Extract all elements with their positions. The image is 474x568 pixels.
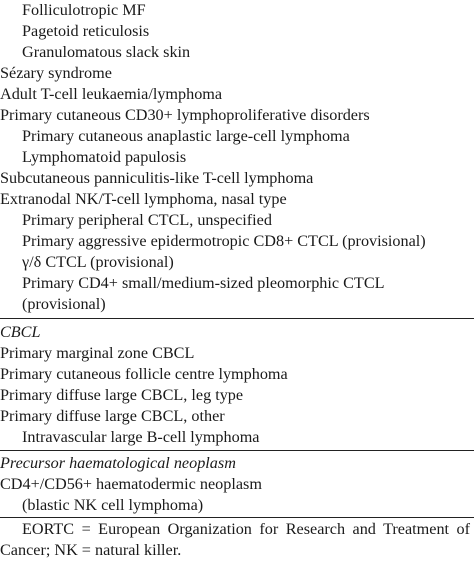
- table-row: Pagetoid reticulosis: [22, 22, 150, 40]
- section-heading: CBCL: [0, 323, 41, 341]
- table-row: Primary marginal zone CBCL: [0, 344, 195, 362]
- table-row: Subcutaneous panniculitis-like T-cell ly…: [0, 169, 314, 187]
- table-row: Adult T-cell leukaemia/lymphoma: [0, 85, 223, 103]
- table-row: Intravascular large B-cell lymphoma: [22, 428, 260, 446]
- table-bottom-rule: [0, 517, 474, 518]
- table-row: Primary diffuse large CBCL, leg type: [0, 386, 244, 404]
- table-row: Sézary syndrome: [0, 64, 112, 82]
- table-row: Lymphomatoid papulosis: [22, 148, 187, 166]
- table-row: Folliculotropic MF: [22, 1, 146, 19]
- table-row: Primary diffuse large CBCL, other: [0, 407, 225, 425]
- table-row: Primary aggressive epidermotropic CD8+ C…: [22, 232, 426, 250]
- table-row: (provisional): [22, 295, 106, 313]
- section-divider: [0, 318, 474, 319]
- table-row: Primary cutaneous anaplastic large-cell …: [22, 127, 350, 145]
- table-row: Primary cutaneous follicle centre lympho…: [0, 365, 288, 383]
- table-row: Primary CD4+ small/medium-sized pleomorp…: [22, 274, 385, 292]
- table-row: γ/δ CTCL (provisional): [22, 253, 174, 271]
- table-row: Granulomatous slack skin: [22, 43, 191, 61]
- table-footnote: EORTC = European Organization for Resear…: [0, 520, 470, 559]
- table-row: Extranodal NK/T-cell lymphoma, nasal typ…: [0, 190, 287, 208]
- section-heading: Precursor haematological neoplasm: [0, 454, 236, 472]
- table-row: (blastic NK cell lymphoma): [22, 496, 204, 514]
- table-row: CD4+/CD56+ haematodermic neoplasm: [0, 475, 262, 493]
- table-row: Primary peripheral CTCL, unspecified: [22, 211, 272, 229]
- section-divider: [0, 450, 474, 451]
- table-row: Primary cutaneous CD30+ lymphoproliferat…: [0, 106, 370, 124]
